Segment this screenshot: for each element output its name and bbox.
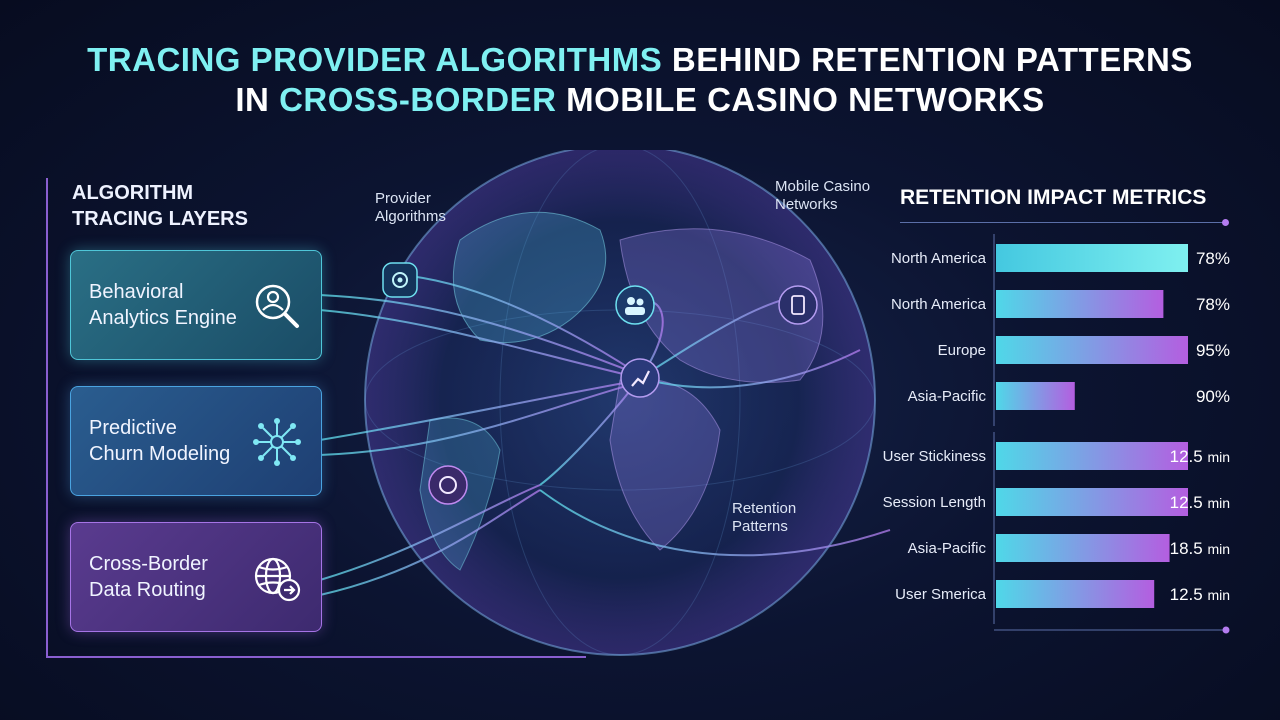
chart-bar — [996, 442, 1188, 470]
globe-meridian — [499, 150, 741, 656]
chart-value-label: 12.5 min — [1170, 447, 1230, 466]
title-highlight-2: CROSS-BORDER — [279, 81, 557, 118]
chart-category-label: Asia-Pacific — [908, 388, 987, 405]
node-users — [615, 285, 655, 325]
chart-bar — [996, 534, 1170, 562]
chart-category-label: User Stickiness — [883, 448, 986, 465]
layers-bracket — [46, 178, 586, 658]
chart-value-label: 12.5 min — [1170, 585, 1230, 604]
chart-value-label: 78% — [1196, 249, 1230, 268]
chart-category-label: Session Length — [883, 494, 986, 511]
continent-africa — [609, 378, 721, 551]
title-line-1: TRACING PROVIDER ALGORITHMS BEHIND RETEN… — [0, 40, 1280, 80]
chart-category-label: North America — [891, 250, 987, 267]
node-chart — [620, 358, 660, 398]
chart-bottom-dot — [1222, 626, 1230, 634]
globe-network-graphic — [319, 150, 891, 656]
label-retention-line-2: Patterns — [732, 518, 788, 535]
page-title: TRACING PROVIDER ALGORITHMS BEHIND RETEN… — [0, 40, 1280, 120]
layer-card-label: Cross-Border Data Routing — [89, 551, 254, 603]
continent-europe-asia — [619, 228, 824, 383]
title-highlight-1: TRACING PROVIDER ALGORITHMS — [87, 41, 663, 78]
chart-bar — [996, 580, 1155, 608]
label-retention-patterns: Retention Patterns — [732, 500, 796, 536]
globe-arrow-icon — [254, 557, 301, 602]
label-provider-line-2: Algorithms — [375, 208, 446, 225]
label-networks-line-1: Mobile Casino — [775, 178, 871, 195]
node-casino-chip — [428, 465, 468, 505]
chart-bar — [996, 382, 1075, 410]
layer-card-line-1: Predictive — [89, 417, 177, 439]
title-rest-1: BEHIND RETENTION PATTERNS — [662, 41, 1193, 78]
layer-card-line-2: Data Routing — [89, 579, 206, 601]
chart-category-label: Europe — [938, 342, 986, 359]
label-networks-line-2: Networks — [775, 196, 838, 213]
connection-lines — [319, 274, 891, 596]
metrics-heading-dot — [1222, 219, 1229, 226]
layer-card-predictive-churn[interactable]: Predictive Churn Modeling — [70, 386, 322, 496]
layer-card-line-2: Churn Modeling — [89, 443, 231, 465]
label-provider-algorithms: Provider Algorithms — [375, 190, 446, 226]
chart-category-label: User Smerica — [895, 586, 987, 603]
chart-category-label: Asia-Pacific — [908, 540, 987, 557]
metrics-heading-rule — [900, 222, 1226, 223]
layer-card-line-1: Behavioral — [89, 281, 184, 303]
chart-bar — [996, 488, 1188, 516]
node-device — [778, 285, 818, 325]
layers-heading-line-1: ALGORITHM — [72, 182, 194, 204]
chart-value-label: 90% — [1196, 387, 1230, 406]
chart-bar — [996, 336, 1188, 364]
layers-heading: ALGORITHM TRACING LAYERS — [72, 180, 312, 232]
layer-card-cross-border-routing[interactable]: Cross-Border Data Routing — [70, 522, 322, 632]
label-mobile-casino-networks: Mobile Casino Networks — [775, 178, 870, 214]
layer-card-behavioral-analytics[interactable]: Behavioral Analytics Engine — [70, 250, 322, 360]
chart-value-label: 18.5 min — [1170, 539, 1230, 558]
layer-card-label: Behavioral Analytics Engine — [89, 279, 254, 331]
node-gear — [382, 262, 418, 298]
layers-heading-line-2: TRACING LAYERS — [72, 208, 248, 230]
label-provider-line-1: Provider — [375, 190, 431, 207]
metrics-heading: RETENTION IMPACT METRICS — [900, 186, 1207, 209]
network-nodes-icon — [253, 418, 301, 466]
title-line-2: IN CROSS-BORDER MOBILE CASINO NETWORKS — [0, 80, 1280, 120]
chart-bar — [996, 290, 1164, 318]
layer-card-label: Predictive Churn Modeling — [89, 415, 254, 467]
label-retention-line-1: Retention — [732, 500, 797, 517]
title-pre-2: IN — [235, 81, 280, 118]
chart-category-label: North America — [891, 296, 987, 313]
chart-value-label: 78% — [1196, 295, 1230, 314]
layer-card-line-2: Analytics Engine — [89, 307, 237, 329]
retention-metrics-chart: North America 78% North America 78% Europe 95… — [883, 234, 1230, 634]
chart-value-label: 95% — [1196, 341, 1230, 360]
user-search-icon — [255, 284, 299, 328]
chart-value-label: 12.5 min — [1170, 493, 1230, 512]
title-rest-2: MOBILE CASINO NETWORKS — [556, 81, 1045, 118]
layer-card-line-1: Cross-Border — [89, 553, 208, 575]
chart-bar — [996, 244, 1188, 272]
